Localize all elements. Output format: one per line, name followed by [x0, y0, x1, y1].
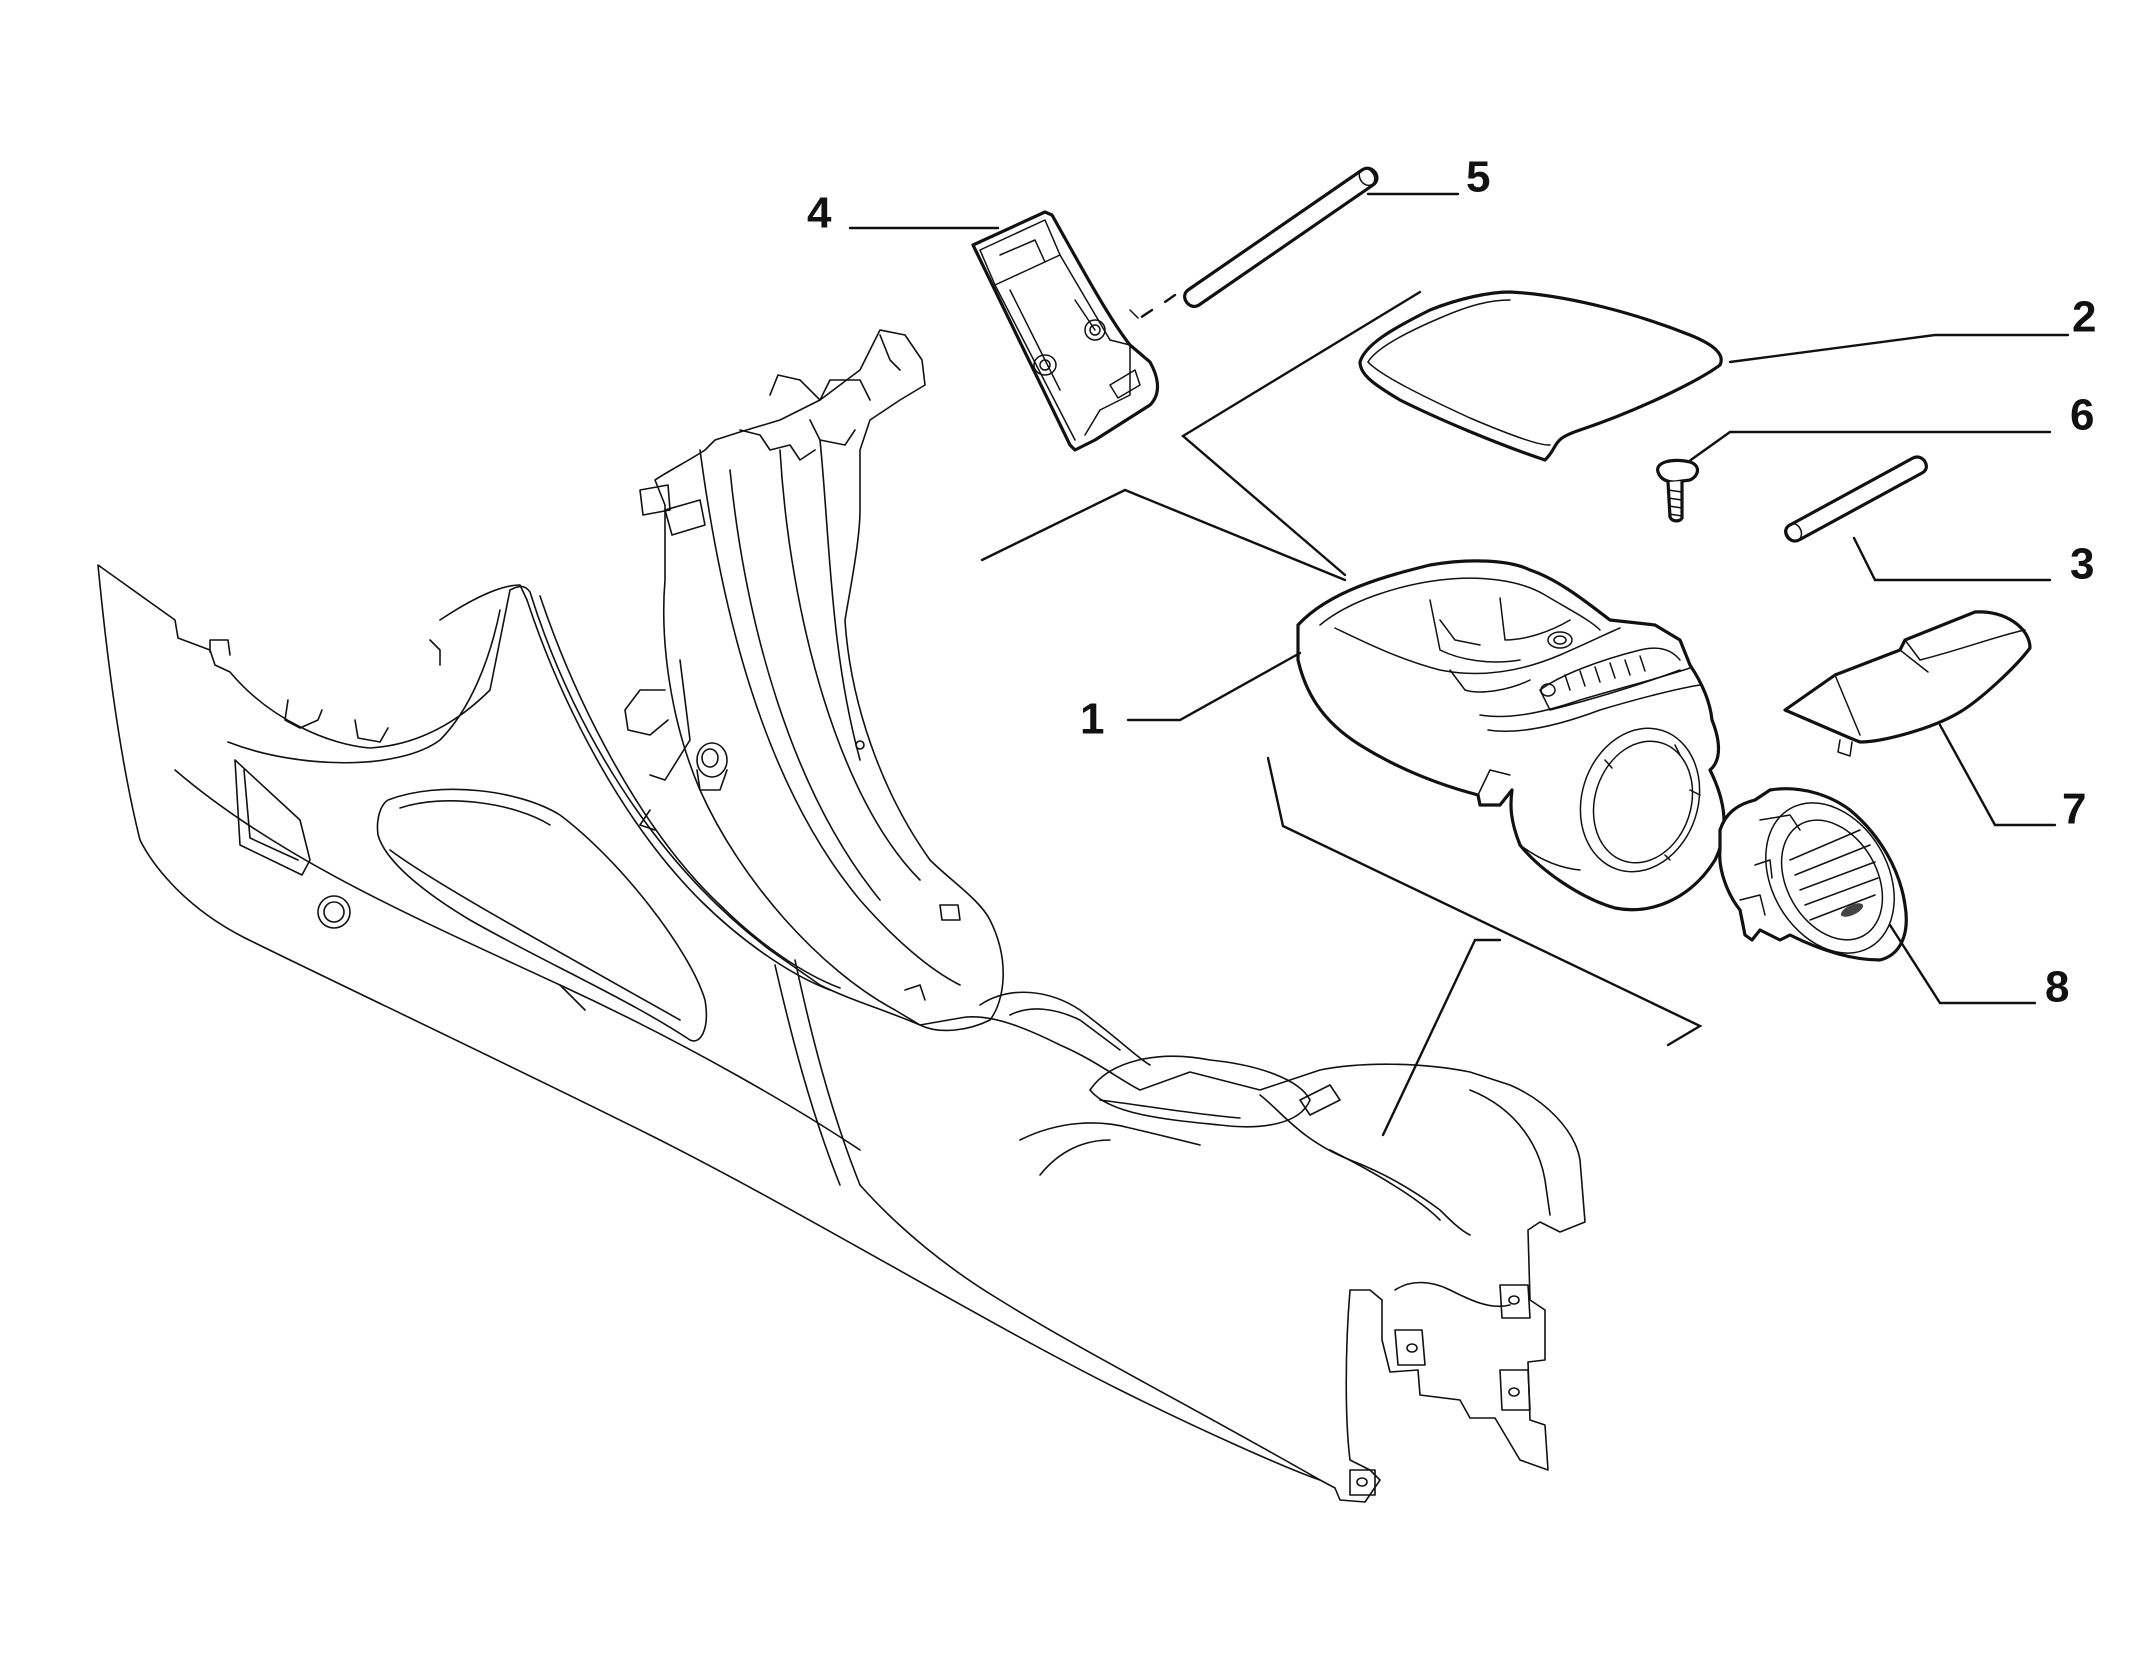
leader-8	[1888, 923, 2037, 1005]
leader-1	[1126, 651, 1302, 722]
callout-1: 1	[1080, 695, 1104, 744]
leader-2	[1728, 333, 2070, 364]
part-8-air-vent	[1718, 787, 1908, 962]
assembly-guide-lines	[980, 290, 1703, 1137]
part-2-lid	[1358, 290, 1723, 462]
callout-5: 5	[1466, 153, 1490, 202]
console-frame-support	[624, 329, 1004, 1032]
part-1-armrest-housing	[1296, 559, 1726, 912]
callout-leaders	[848, 192, 2070, 1005]
callout-labels: 1 2 3 4 5 6 7 8	[807, 153, 2096, 1012]
leader-7	[1938, 723, 2057, 827]
callout-7: 7	[2062, 785, 2086, 834]
callout-3: 3	[2070, 540, 2094, 589]
part-7-latch	[1783, 610, 2032, 757]
callout-8: 8	[2045, 963, 2069, 1012]
part-6-screw	[1656, 458, 1700, 523]
leader-6	[1686, 430, 2052, 464]
callout-2: 2	[2072, 293, 2096, 342]
callout-4: 4	[807, 189, 832, 238]
part-4-bracket	[971, 210, 1160, 452]
callout-6: 6	[2070, 391, 2094, 440]
leader-3	[1852, 536, 2052, 582]
part-3-pin	[1784, 455, 1928, 543]
part-5-pin	[1138, 166, 1379, 320]
center-console-base	[97, 564, 1586, 1503]
